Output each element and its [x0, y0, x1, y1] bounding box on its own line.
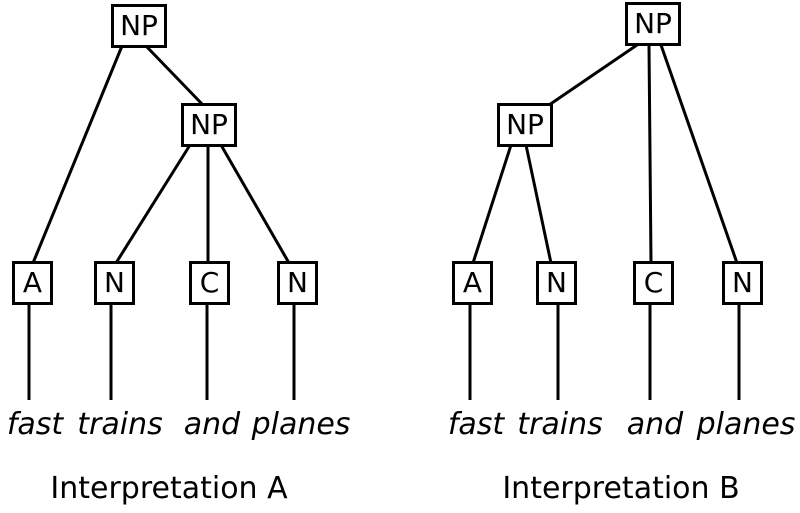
tree-a-inner-np-node: NP — [181, 103, 237, 147]
tree-b-word-and: and — [626, 407, 684, 442]
tree-a-leaf-n2-node: N — [277, 261, 318, 305]
tree-b-word-trains: trains — [517, 407, 603, 442]
tree-b-word-planes: planes — [696, 407, 796, 442]
tree-a-word-trains: trains — [77, 407, 163, 442]
tree-b-word-fast: fast — [447, 407, 505, 442]
tree-a-caption: Interpretation A — [50, 471, 288, 506]
tree-a-word-planes: planes — [251, 407, 351, 442]
tree-a-root-np-node: NP — [111, 4, 167, 48]
tree-a-leaf-c-node: C — [189, 261, 230, 305]
tree-b-leaf-n1-node: N — [536, 261, 577, 305]
tree-a-leaf-a-node: A — [12, 261, 53, 305]
tree-b-caption: Interpretation B — [502, 471, 740, 506]
tree-b-leaf-a-node: A — [452, 261, 493, 305]
tree-a-word-and: and — [183, 407, 241, 442]
tree-b-inner-np-node: NP — [497, 103, 553, 147]
tree-b-leaf-n2-node: N — [722, 261, 763, 305]
tree-a-leaf-n1-node: N — [94, 261, 135, 305]
tree-a-word-fast: fast — [6, 407, 64, 442]
tree-b-leaf-c-node: C — [633, 261, 674, 305]
tree-b-root-np-node: NP — [625, 2, 681, 46]
